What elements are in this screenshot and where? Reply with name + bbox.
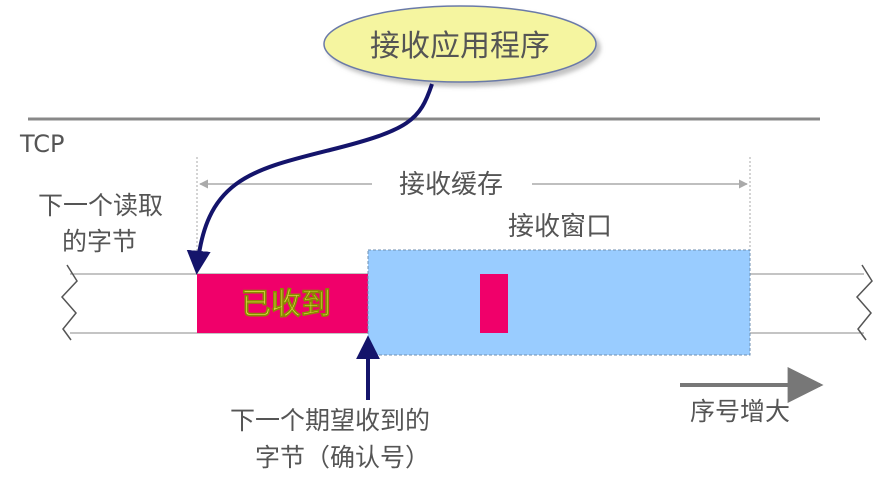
received-block bbox=[197, 274, 368, 333]
out-of-order-segment bbox=[480, 274, 508, 333]
stream-break-right bbox=[855, 264, 873, 341]
app-label: 接收应用程序 bbox=[370, 29, 550, 64]
receive-buffer-label: 接收缓存 bbox=[399, 170, 503, 200]
receive-window-block bbox=[367, 249, 751, 356]
next-expected-label-line1: 下一个期望收到的 bbox=[230, 406, 430, 435]
next-expected-label-line2: 字节（确认号） bbox=[255, 443, 430, 472]
stream-break-left bbox=[60, 264, 78, 341]
next-read-label-line1: 下一个读取 bbox=[38, 191, 163, 220]
next-read-label-line2: 的字节 bbox=[62, 227, 137, 256]
seq-increase-label: 序号增大 bbox=[690, 397, 790, 426]
app-read-arrow bbox=[186, 83, 434, 275]
receive-window-label: 接收窗口 bbox=[508, 212, 612, 242]
app-ellipse bbox=[323, 5, 597, 83]
received-label: 已收到 bbox=[241, 287, 331, 322]
tcp-label: TCP bbox=[19, 130, 64, 158]
